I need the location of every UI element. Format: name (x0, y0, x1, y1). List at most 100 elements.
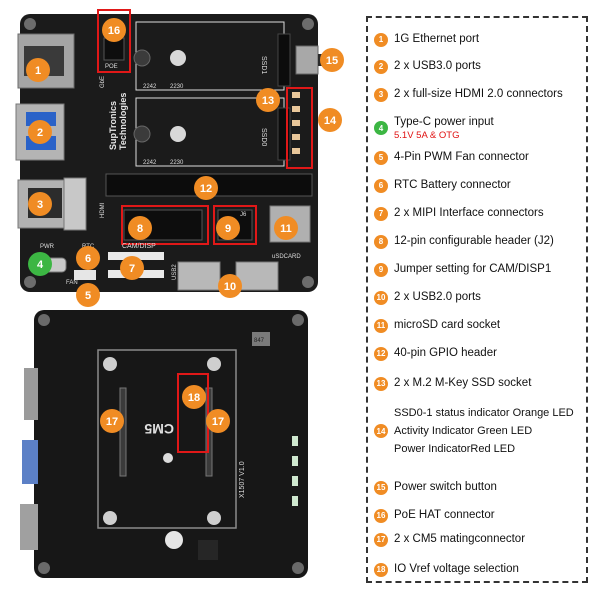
mount-hole (302, 276, 314, 288)
size-2242-label: 2242 (143, 84, 157, 90)
callout-number: 15 (326, 55, 338, 67)
mipi-connector (108, 252, 164, 260)
legend-label: 2 x M.2 M-Key SSD socket (394, 376, 531, 391)
led-indicator (292, 456, 298, 466)
callout-number: 12 (200, 183, 212, 195)
ssd-standoff (133, 49, 151, 67)
callout-number: 17 (106, 416, 118, 428)
callout-number: 8 (137, 223, 143, 235)
chip-label: 847 (254, 338, 265, 344)
chip (198, 540, 218, 560)
mount-hole (38, 314, 50, 326)
legend-number-badge: 10 (374, 290, 388, 305)
legend-number-badge: 6 (374, 178, 388, 193)
power-switch (295, 45, 319, 75)
callout-17: 17 (206, 409, 230, 433)
callout-17: 17 (100, 409, 124, 433)
mount-hole (302, 18, 314, 30)
ssd1-connector (277, 33, 291, 87)
cm5-label: CM5 (144, 421, 174, 437)
usb2-label: USB2 (172, 264, 178, 280)
legend-label: Power switch button (394, 480, 497, 495)
led-indicator (292, 120, 300, 126)
ssd-standoff (133, 125, 151, 143)
callout-9: 9 (216, 216, 240, 240)
callout-circle (274, 216, 298, 240)
led-indicator (292, 148, 300, 154)
callout-number: 14 (324, 115, 337, 127)
legend-label-text: 1G Ethernet port (394, 33, 480, 45)
legend-label: 2 x CM5 matingconnector (394, 532, 525, 547)
callout-2: 2 (28, 120, 52, 144)
cm5-outline (97, 349, 237, 529)
poe-highlight-box (97, 9, 131, 73)
callout-circle (76, 283, 100, 307)
callout-circle (28, 120, 52, 144)
callout-number: 7 (129, 263, 135, 275)
legend-label: PoE HAT connector (394, 508, 495, 523)
callout-number: 5 (85, 290, 91, 302)
legend-label-text: 2 x USB3.0 ports (394, 60, 481, 72)
legend-label-text: PoE HAT connector (394, 509, 495, 521)
legend-label-line: SSD0-1 status indicator Orange LED (394, 407, 574, 419)
legend-label-text: RTC Battery connector (394, 179, 511, 191)
callout-number: 3 (37, 199, 43, 211)
callout-circle (194, 176, 218, 200)
ssd0-label: SSD0 (260, 128, 267, 146)
legend-item-17: 17 2 x CM5 matingconnector (374, 532, 586, 547)
ssd1-label: SSD1 (260, 56, 267, 74)
legend-label-text: 4-Pin PWM Fan connector (394, 151, 529, 163)
size-2230-label: 2230 (170, 160, 184, 166)
cm5-standoff (103, 357, 117, 371)
side-connector (22, 440, 38, 484)
brand-text: SupTronics (108, 101, 118, 150)
legend-label-text: 2 x full-size HDMI 2.0 connectors (394, 88, 563, 100)
legend-item-5: 5 4-Pin PWM Fan connector (374, 150, 586, 165)
callout-1: 1 (26, 58, 50, 82)
callout-number: 10 (224, 281, 236, 293)
led-highlight-box (286, 87, 313, 169)
callout-number: 6 (85, 253, 91, 265)
callout-number: 9 (225, 223, 231, 235)
model-label: X1507 V1.0 (239, 461, 246, 498)
legend-label-line: Activity Indicator Green LED (394, 425, 533, 437)
cm5-standoff (207, 357, 221, 371)
legend-label-text: Type-C power input (394, 116, 494, 128)
bottom-board: CM5 X1507 V1.0 847 (20, 310, 308, 578)
callout-circle (76, 246, 100, 270)
callout-circle (120, 256, 144, 280)
cm5-standoff (207, 511, 221, 525)
callout-number: 1 (35, 65, 41, 77)
j6-label: J6 (240, 212, 247, 218)
legend-label: 2 x MIPI Interface connectors (394, 206, 544, 221)
legend-label-text: 2 x CM5 matingconnector (394, 533, 526, 545)
legend-label: 2 x full-size HDMI 2.0 connectors (394, 87, 563, 102)
legend-label-line: Power IndicatorRed LED (394, 443, 516, 455)
board-photos: SSD1 SSD0 2242 2230 2242 2230 SupTronics… (15, 9, 344, 578)
callout-circle (216, 216, 240, 240)
legend-number-badge: 5 (374, 150, 388, 165)
legend-number-badge: 15 (374, 480, 388, 495)
poe-label: POE (105, 64, 118, 70)
callout-5: 5 (76, 283, 100, 307)
hdmi-label: HDMI (100, 202, 106, 218)
cm5-mating-connector (119, 387, 127, 477)
callout-number: 18 (188, 392, 200, 404)
callout-11: 11 (274, 216, 298, 240)
callout-15: 15 (320, 48, 344, 72)
legend-number-badge: 12 (374, 346, 388, 361)
callout-circle (218, 274, 242, 298)
legend-number-badge: 17 (374, 532, 388, 547)
legend-number-badge: 11 (374, 318, 388, 333)
legend-label-text: IO Vref voltage selection (394, 563, 519, 575)
callout-circle (128, 216, 152, 240)
